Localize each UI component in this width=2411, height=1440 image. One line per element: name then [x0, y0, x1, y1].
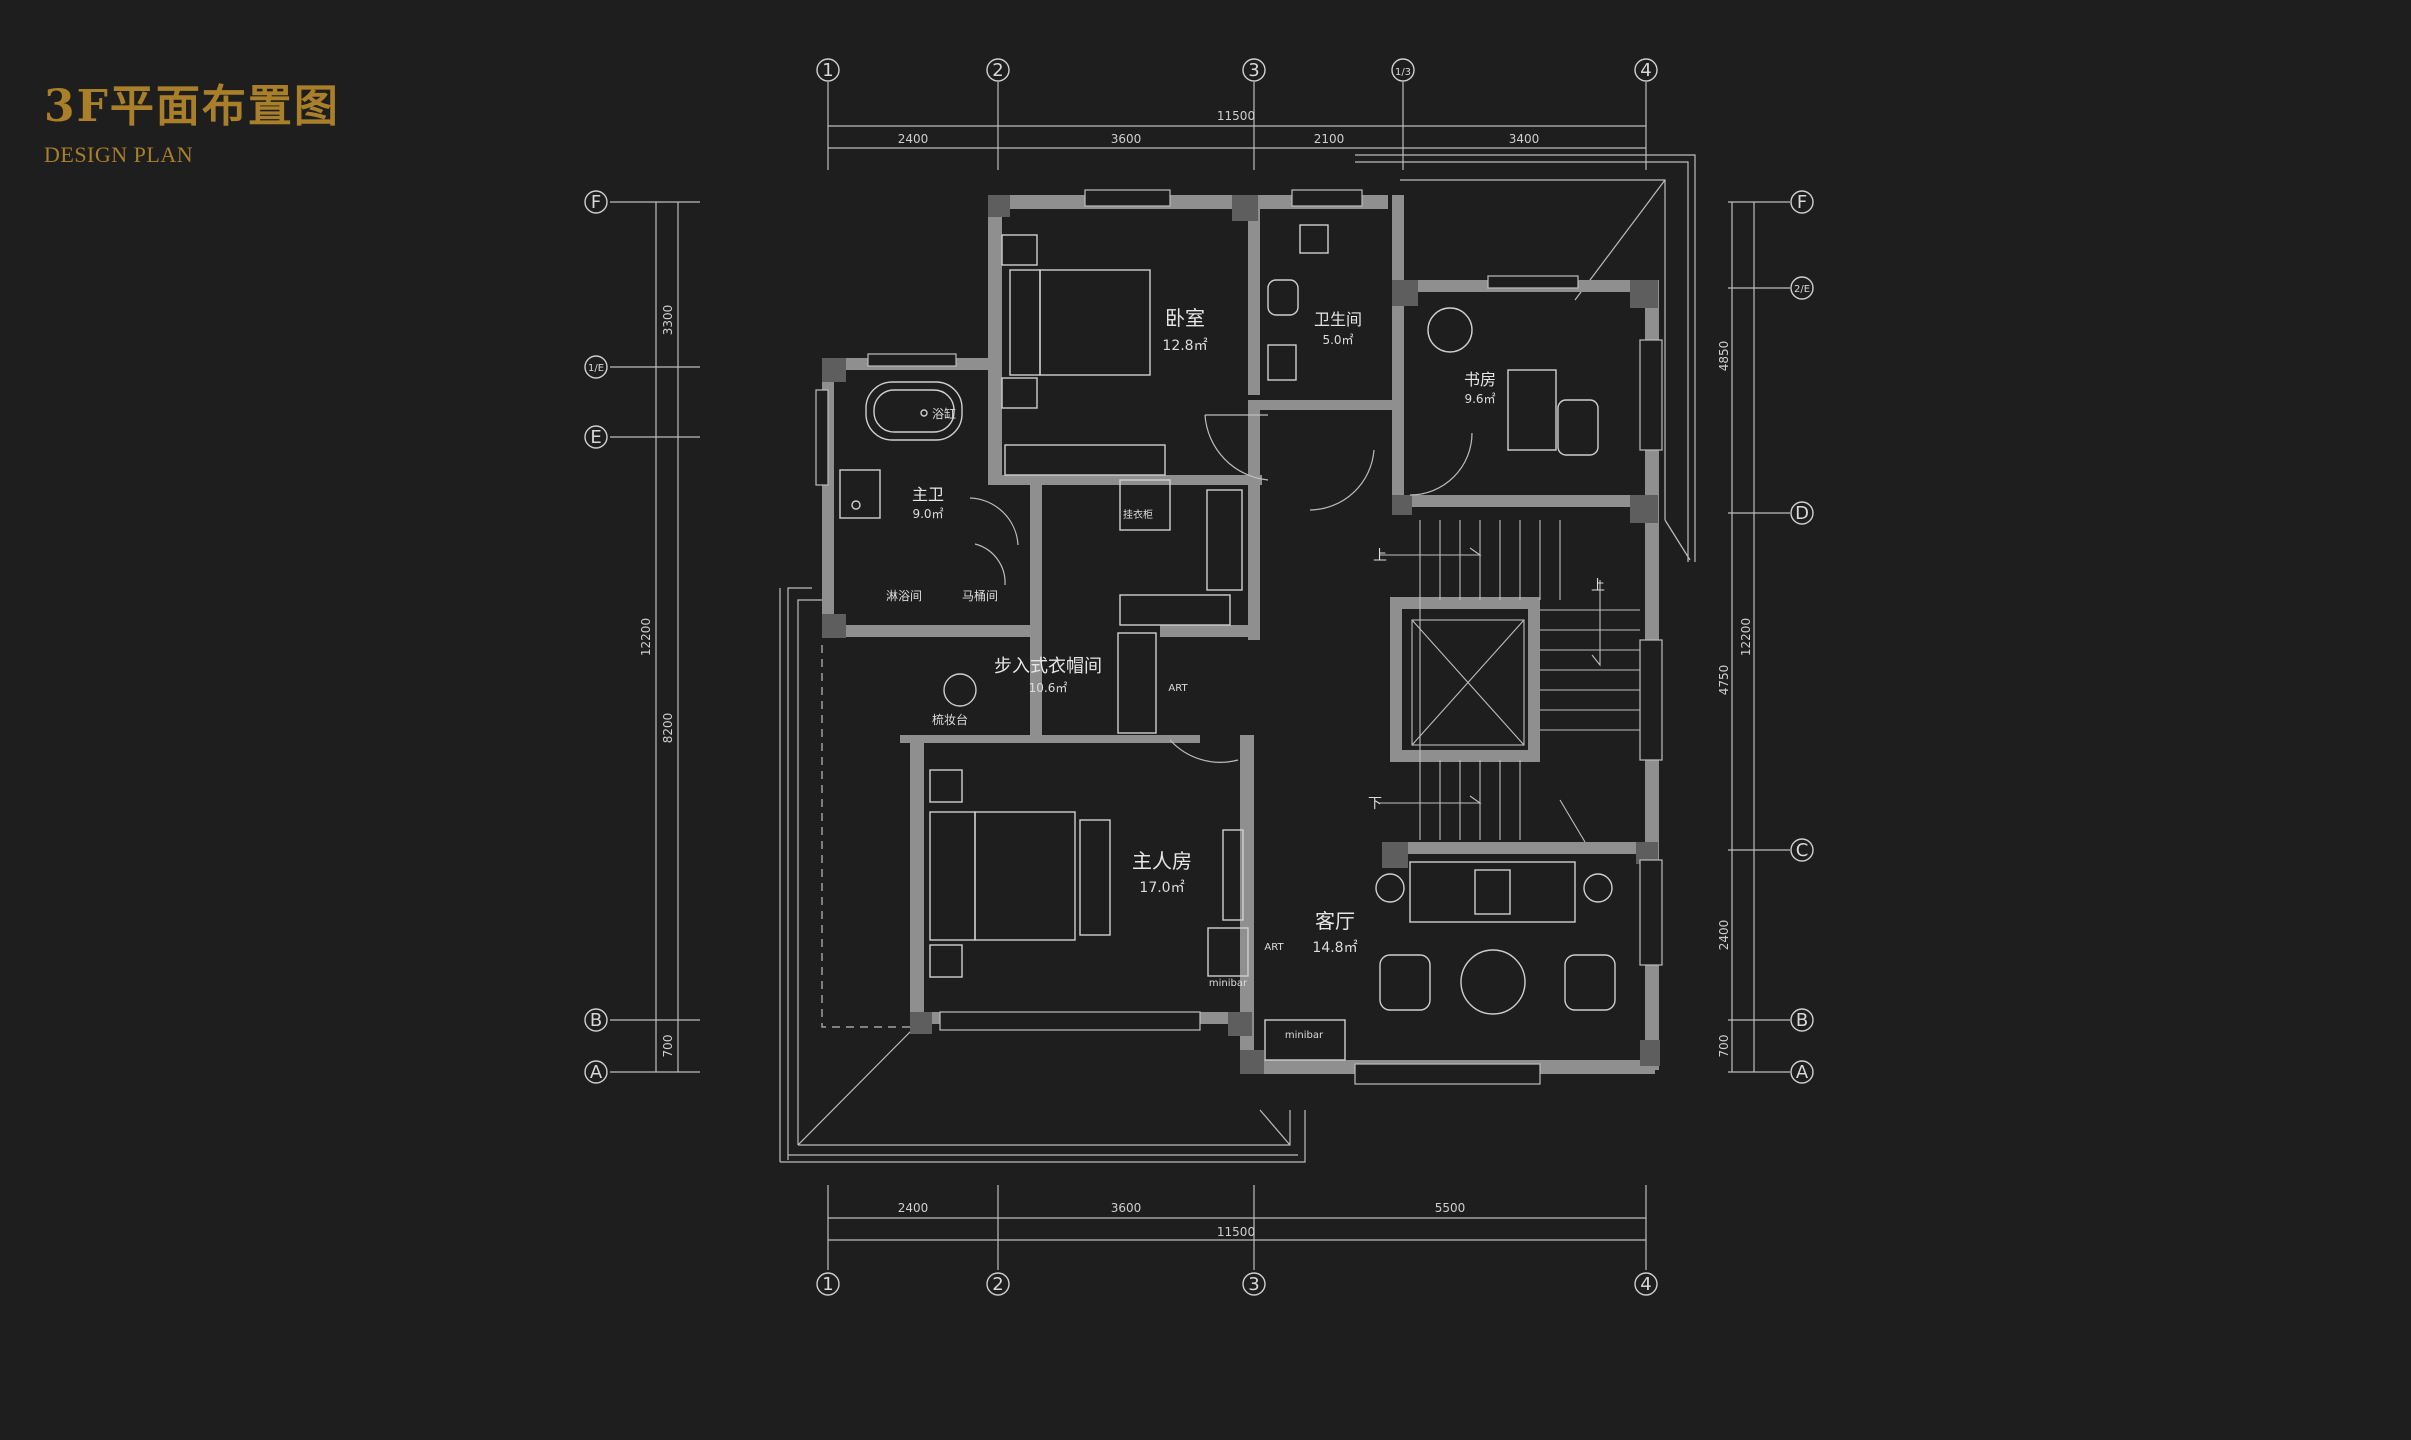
grid-label-right-2: 2/E — [1794, 284, 1810, 295]
room-name-master-bedroom: 主人房 — [1132, 849, 1192, 873]
walls — [822, 195, 1659, 1074]
label-shower: 淋浴间 — [886, 589, 922, 603]
label-stair-up-2: 上 — [1591, 578, 1605, 594]
label-stair-up-1: 上 — [1373, 548, 1387, 564]
page-title: 3F平面布置图 — [44, 81, 340, 132]
windows — [815, 189, 1663, 1085]
dim-left-seg-2: 8200 — [661, 713, 675, 744]
dim-right-seg-2: 4750 — [1717, 665, 1731, 696]
dim-right-seg-1: 4850 — [1717, 341, 1731, 372]
label-stair-down: 下 — [1368, 796, 1382, 812]
label-minibar-1: minibar — [1209, 978, 1248, 989]
label-toilet: 马桶间 — [962, 588, 998, 603]
dim-top-seg-3: 2100 — [1314, 132, 1345, 146]
grid-label-right-4: C — [1796, 840, 1809, 861]
grid-label-top-1: 1 — [822, 60, 833, 81]
label-closet: 挂衣柜 — [1123, 508, 1153, 521]
grid-bubbles — [584, 58, 1814, 1296]
dim-top-seg-2: 3600 — [1111, 132, 1142, 146]
dim-bottom-seg-3: 5500 — [1435, 1201, 1466, 1215]
header: 3F平面布置图 DESIGN PLAN — [44, 70, 340, 168]
stairs — [1380, 520, 1640, 843]
room-name-living-room: 客厅 — [1315, 909, 1355, 933]
room-area-master-bath: 9.0㎡ — [912, 507, 943, 521]
grid-label-right-5: B — [1796, 1010, 1808, 1031]
dim-left-seg-3: 700 — [661, 1035, 675, 1058]
page-subtitle: DESIGN PLAN — [44, 142, 194, 167]
grid-label-right-1: F — [1797, 192, 1807, 213]
room-name-master-bath: 主卫 — [912, 485, 944, 504]
dim-bottom-total: 11500 — [1217, 1225, 1255, 1239]
grid-label-bottom-4: 4 — [1640, 1274, 1651, 1295]
grid-label-bottom-3: 3 — [1248, 1274, 1259, 1295]
room-area-study: 9.6㎡ — [1464, 392, 1495, 406]
room-area-bathroom: 5.0㎡ — [1322, 333, 1353, 347]
room-name-bedroom: 卧室 — [1165, 306, 1205, 330]
fixtures — [839, 224, 1616, 1061]
dim-left-total: 12200 — [639, 618, 653, 656]
dimension-lines — [610, 82, 1790, 1270]
grid-label-top-2: 2 — [992, 60, 1003, 81]
label-art-2: ART — [1264, 942, 1284, 953]
grid-label-bottom-1: 1 — [822, 1274, 833, 1295]
label-bathtub: 浴缸 — [932, 406, 956, 421]
doors — [969, 414, 1473, 763]
grid-label-right-3: D — [1795, 503, 1809, 524]
room-area-living-room: 14.8㎡ — [1312, 940, 1357, 956]
dim-right-seg-4: 700 — [1717, 1035, 1731, 1058]
dim-right-total: 12200 — [1739, 618, 1753, 656]
label-minibar-2: minibar — [1285, 1030, 1324, 1041]
room-area-walk-in-closet: 10.6㎡ — [1029, 681, 1068, 695]
room-name-bathroom: 卫生间 — [1314, 310, 1362, 329]
dim-bottom-seg-2: 3600 — [1111, 1201, 1142, 1215]
dim-top-seg-4: 3400 — [1509, 132, 1540, 146]
grid-label-left-3: E — [590, 427, 601, 448]
grid-label-right-6: A — [1796, 1062, 1809, 1083]
dim-right-seg-3: 2400 — [1717, 920, 1731, 951]
room-area-bedroom: 12.8㎡ — [1162, 338, 1207, 354]
pillars — [822, 195, 1660, 1074]
grid-label-left-4: B — [590, 1010, 602, 1031]
dim-bottom-seg-1: 2400 — [898, 1201, 929, 1215]
grid-label-left-2: 1/E — [588, 363, 604, 374]
label-dresser: 梳妆台 — [932, 712, 968, 727]
label-art-1: ART — [1168, 683, 1188, 694]
grid-label-top-4: 1/3 — [1395, 67, 1411, 78]
room-name-study: 书房 — [1464, 370, 1496, 389]
dim-top-total: 11500 — [1217, 109, 1255, 123]
dim-top-seg-1: 2400 — [898, 132, 929, 146]
grid-label-left-5: A — [590, 1062, 603, 1083]
room-name-walk-in-closet: 步入式衣帽间 — [994, 656, 1102, 677]
grid-label-top-5: 4 — [1640, 60, 1651, 81]
terrace-outlines — [779, 154, 1696, 1163]
grid-label-top-3: 3 — [1248, 60, 1259, 81]
grid-label-left-1: F — [591, 192, 601, 213]
dim-left-seg-1: 3300 — [661, 305, 675, 336]
room-area-master-bedroom: 17.0㎡ — [1139, 880, 1184, 896]
grid-label-bottom-2: 2 — [992, 1274, 1003, 1295]
